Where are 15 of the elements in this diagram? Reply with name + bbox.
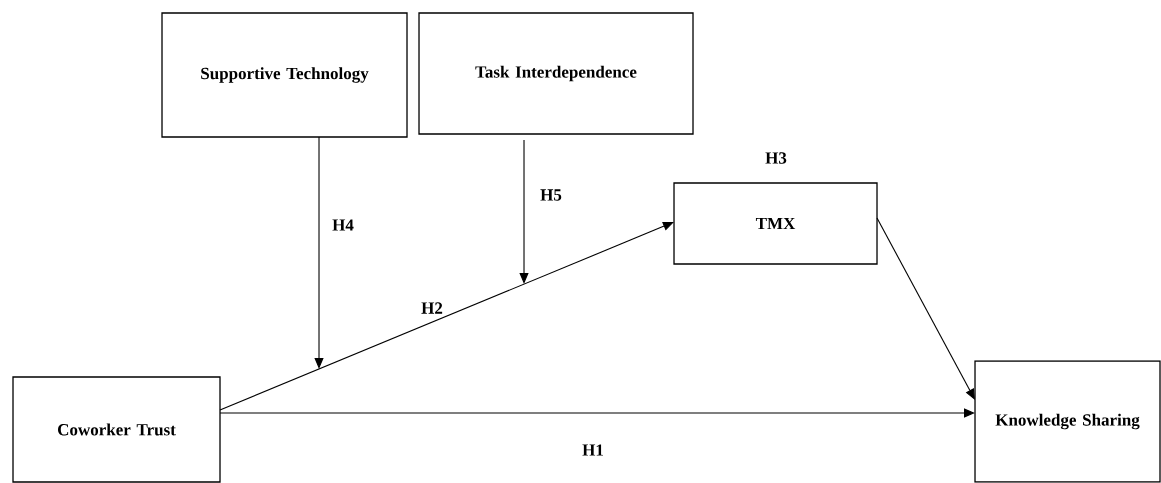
- concept-box: Knowledge Sharing: [974, 360, 1161, 483]
- arrow: [219, 221, 674, 411]
- concept-box: Task Interdependence: [418, 12, 694, 135]
- concept-box: Coworker Trust: [12, 376, 221, 483]
- edge-label: H5: [539, 188, 563, 202]
- arrow: [519, 139, 529, 284]
- edge-label: H1: [581, 443, 605, 457]
- arrow: [314, 136, 324, 369]
- concept-box: TMX: [673, 182, 878, 265]
- concept-box: Supportive Technology: [161, 12, 408, 138]
- edge-label: H4: [331, 218, 355, 232]
- hypothesis-label: H3: [765, 152, 787, 164]
- arrow: [219, 408, 975, 418]
- arrow: [876, 217, 975, 400]
- edge-label: H2: [420, 301, 444, 315]
